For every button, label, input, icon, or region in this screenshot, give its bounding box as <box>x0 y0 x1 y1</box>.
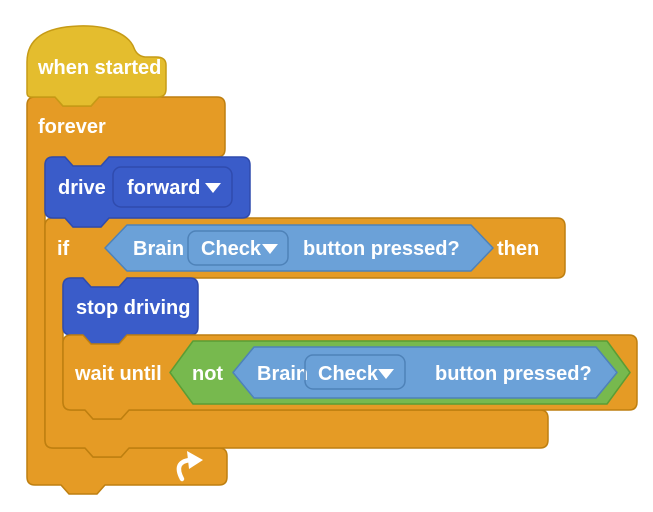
device-label: Brain <box>133 238 184 260</box>
dropdown-arrow-icon <box>378 369 394 379</box>
not-operator[interactable]: not Brain Check button pressed? <box>169 340 631 405</box>
loop-arrow-icon <box>176 451 203 482</box>
dropdown-arrow-icon <box>262 244 278 254</box>
not-label: not <box>192 363 223 385</box>
direction-dropdown[interactable]: forward <box>112 166 233 208</box>
dropdown-arrow-icon <box>205 183 221 193</box>
brain-button-pressed-condition[interactable]: Brain Check button pressed? <box>232 346 618 399</box>
drive-label: drive <box>58 177 106 199</box>
forever-label: forever <box>38 116 106 138</box>
brain-button-pressed-condition[interactable]: Brain Check button pressed? <box>104 224 494 272</box>
button-dropdown-value: Check <box>318 363 379 385</box>
device-label: Brain <box>257 363 308 385</box>
condition-suffix: button pressed? <box>435 363 592 385</box>
button-dropdown[interactable]: Check <box>304 354 406 390</box>
wait-until-block[interactable]: wait until not Brain Check button presse… <box>62 334 638 420</box>
stop-driving-label: stop driving <box>76 297 190 319</box>
drive-shape[interactable] <box>44 156 251 228</box>
direction-dropdown-value: forward <box>127 177 200 199</box>
if-label: if <box>57 238 70 260</box>
drive-block[interactable]: drive forward <box>44 156 251 228</box>
when-started-shape[interactable] <box>26 25 167 107</box>
boolean-hexagon[interactable] <box>104 224 494 272</box>
forever-block[interactable]: forever <box>26 96 228 495</box>
button-dropdown-value: Check <box>201 238 262 260</box>
then-label: then <box>497 238 539 260</box>
stop-driving-block[interactable]: stop driving <box>62 277 199 345</box>
wait-until-label: wait until <box>74 363 162 385</box>
when-started-label: when started <box>37 57 161 79</box>
when-started-block[interactable]: when started <box>26 25 167 107</box>
button-dropdown[interactable]: Check <box>187 230 289 266</box>
condition-suffix: button pressed? <box>303 238 460 260</box>
boolean-hexagon[interactable] <box>232 346 618 399</box>
